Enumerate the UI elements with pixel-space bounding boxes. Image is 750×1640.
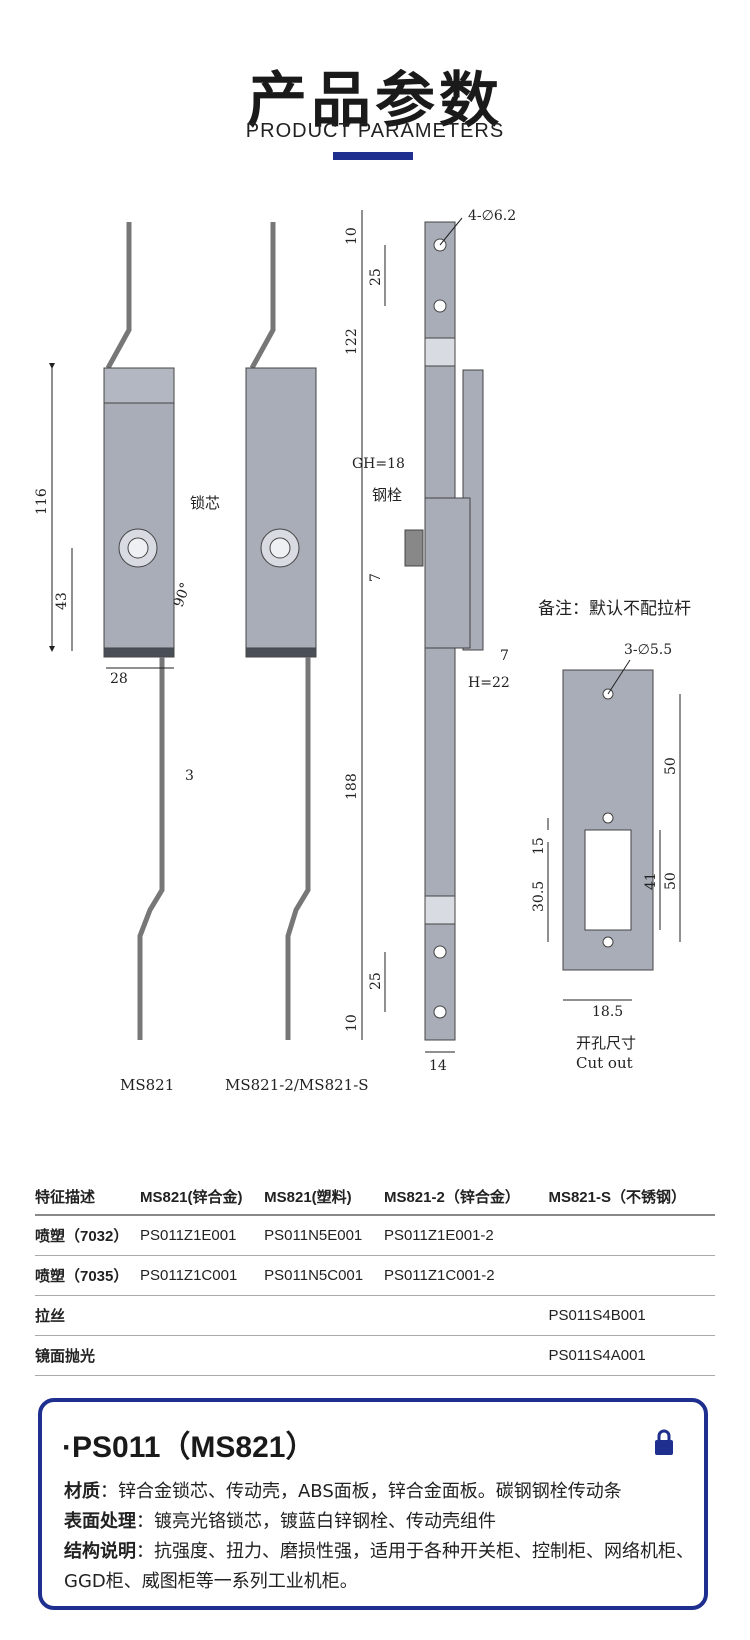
dim-10-bottom: 10 <box>344 1014 360 1032</box>
table-cell: PS011Z1E001 <box>140 1215 265 1256</box>
dim-7-square: 7 <box>368 573 384 582</box>
table-cell: PS011S4B001 <box>548 1295 715 1336</box>
dim-3-holes: 3-∅5.5 <box>624 642 672 658</box>
table-cell: 喷塑（7032） <box>35 1215 140 1256</box>
table-header: 特征描述 <box>35 1178 140 1216</box>
info-value: ：锌合金锁芯、传动壳，ABS面板，锌合金面板。碳钢钢栓传动条 <box>100 1481 622 1502</box>
label-steel-bolt: 钢栓 <box>372 486 402 504</box>
table-cell <box>140 1335 265 1376</box>
table-cell: PS011Z1E001-2 <box>383 1215 549 1256</box>
note-no-rod: 备注：默认不配拉杆 <box>538 599 691 619</box>
info-value: ：抗强度、扭力、磨损性强，适用于各种开关柜、控制柜、网络机柜、GGD柜、威图柜等… <box>64 1541 694 1592</box>
table-row: 镜面抛光 PS011S4A001 <box>35 1335 715 1376</box>
page-title: 产品参数 <box>247 66 503 136</box>
title-underline <box>333 152 413 160</box>
table-header: MS821(塑料) <box>264 1178 384 1216</box>
dim-25-bottom: 25 <box>368 972 384 990</box>
dim-43: 43 <box>54 592 70 610</box>
dim-7-right: 7 <box>500 648 509 664</box>
lock-front-view-2 <box>245 222 317 1040</box>
table-header: MS821-2（锌合金） <box>383 1178 549 1216</box>
info-key: 结构说明 <box>64 1541 136 1562</box>
cutout-label-cn: 开孔尺寸 <box>576 1034 636 1052</box>
table-header-row: 特征描述 MS821(锌合金) MS821(塑料) MS821-2（锌合金） M… <box>35 1178 715 1216</box>
dim-30-5: 30.5 <box>531 881 547 912</box>
dim-90-deg: 90° <box>171 581 195 610</box>
dim-41: 41 <box>643 872 659 890</box>
table-row: 喷塑（7035） PS011Z1C001 PS011N5C001 PS011Z1… <box>35 1255 715 1296</box>
table-cell <box>548 1215 715 1256</box>
info-line-surface: 表面处理：镀亮光铬锁芯，镀蓝白锌钢栓、传动壳组件 <box>64 1507 694 1537</box>
info-line-structure: 结构说明：抗强度、扭力、磨损性强，适用于各种开关柜、控制柜、网络机柜、GGD柜、… <box>64 1537 694 1597</box>
table-cell: 拉丝 <box>35 1295 140 1336</box>
dim-h22: H=22 <box>468 675 510 691</box>
table-cell <box>383 1295 549 1336</box>
dim-15: 15 <box>531 837 547 855</box>
label-lock-core: 锁芯 <box>190 494 220 512</box>
table-header: MS821-S（不锈钢） <box>548 1178 715 1216</box>
table-cell: 镜面抛光 <box>35 1335 140 1376</box>
dim-116: 116 <box>34 488 50 515</box>
info-key: 材质 <box>64 1481 100 1502</box>
table-cell <box>383 1335 549 1376</box>
dim-3: 3 <box>185 768 194 784</box>
dim-25-top: 25 <box>368 268 384 286</box>
table-cell: PS011N5C001 <box>264 1255 384 1296</box>
dim-gh18: GH=18 <box>352 456 405 472</box>
dim-122: 122 <box>344 328 360 355</box>
table-header: MS821(锌合金) <box>140 1178 265 1216</box>
table-row: 拉丝 PS011S4B001 <box>35 1295 715 1336</box>
cutout-label-en: Cut out <box>576 1054 633 1072</box>
dim-14: 14 <box>429 1058 447 1074</box>
lock-side-view <box>404 221 484 1041</box>
card-title: ·PS011（MS821） <box>62 1431 316 1464</box>
dim-188: 188 <box>344 773 360 800</box>
table-cell <box>264 1295 384 1336</box>
info-line-material: 材质：锌合金锁芯、传动壳，ABS面板，锌合金面板。碳钢钢栓传动条 <box>64 1477 694 1507</box>
table-cell: PS011Z1C001 <box>140 1255 265 1296</box>
info-key: 表面处理 <box>64 1511 136 1532</box>
page-subtitle: PRODUCT PARAMETERS <box>245 120 505 142</box>
spec-table: 特征描述 MS821(锌合金) MS821(塑料) MS821-2（锌合金） M… <box>35 1178 715 1376</box>
table-cell: 喷塑（7035） <box>35 1255 140 1296</box>
lock-icon <box>655 1429 673 1455</box>
model-label-ms821: MS821 <box>120 1076 174 1094</box>
table-row: 喷塑（7032） PS011Z1E001 PS011N5E001 PS011Z1… <box>35 1215 715 1256</box>
dim-4-holes: 4-∅6.2 <box>468 208 516 224</box>
table-cell <box>548 1255 715 1296</box>
info-value: ：镀亮光铬锁芯，镀蓝白锌钢栓、传动壳组件 <box>136 1511 496 1532</box>
table-cell <box>264 1335 384 1376</box>
lock-front-view <box>103 222 175 1040</box>
table-cell: PS011S4A001 <box>548 1335 715 1376</box>
dim-50-bottom: 50 <box>663 872 679 890</box>
technical-drawing: 116 43 28 90° 3 10 25 122 GH=18 7 188 25… <box>34 208 681 1094</box>
model-label-ms821-2: MS821-2/MS821-S <box>225 1076 369 1094</box>
dim-10-top: 10 <box>344 227 360 245</box>
table-cell: PS011N5E001 <box>264 1215 384 1256</box>
dim-18-5: 18.5 <box>592 1004 623 1020</box>
dim-50-top: 50 <box>663 757 679 775</box>
product-info-card: ·PS011（MS821） 材质：锌合金锁芯、传动壳，ABS面板，锌合金面板。碳… <box>38 1398 708 1610</box>
table-cell <box>140 1295 265 1336</box>
cutout-plate <box>562 669 654 971</box>
dim-28: 28 <box>110 671 128 687</box>
table-cell: PS011Z1C001-2 <box>383 1255 549 1296</box>
